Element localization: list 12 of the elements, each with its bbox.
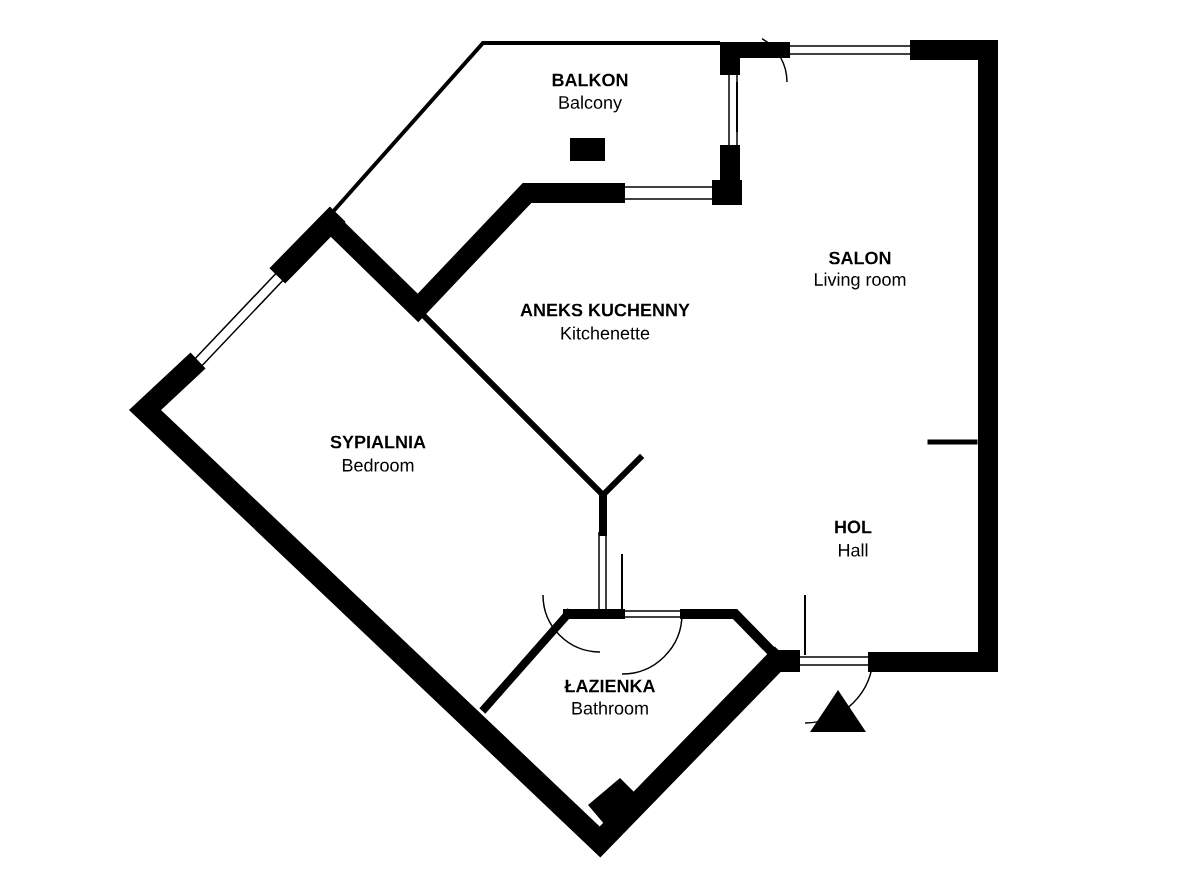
room-label: Bedroom: [343, 458, 414, 472]
room-label: ANEKS KUCHENNY: [520, 303, 690, 317]
room-label: Balcony: [559, 95, 622, 113]
room-label: SALON: [829, 251, 891, 265]
room-label: HOL: [835, 520, 872, 534]
room-label: Hall: [839, 543, 868, 557]
room-label: SYPIALNIA: [330, 435, 426, 449]
room-label: Bathroom: [572, 701, 648, 715]
room-label: Kitchenette: [561, 326, 650, 340]
room-label: ŁAZIENKA: [564, 679, 656, 693]
room-label: BALKON: [552, 73, 628, 87]
room-label: Living room: [814, 272, 906, 290]
